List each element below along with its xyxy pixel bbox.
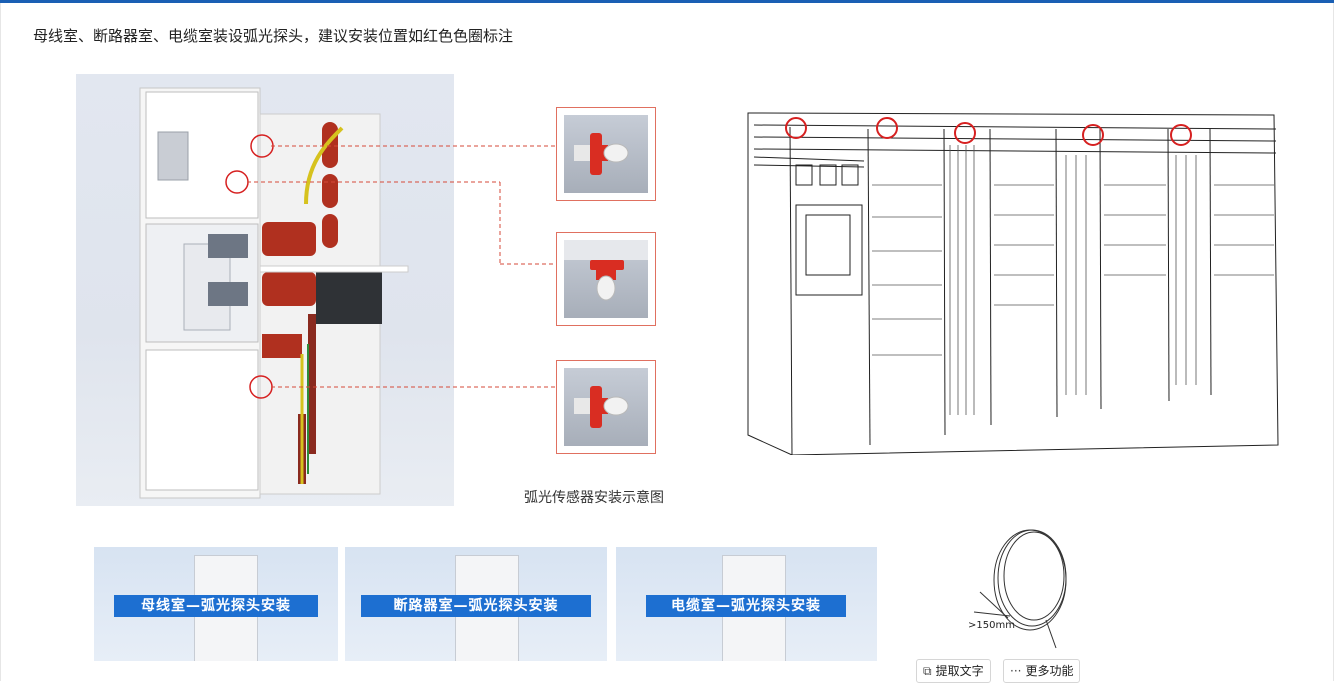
arc-probe-icon xyxy=(574,386,629,428)
arc-probe-icon xyxy=(564,240,648,301)
thumbnail-banner: 电缆室—弧光探头安装 xyxy=(646,595,846,617)
cable-length-label: >150mm xyxy=(968,620,1015,631)
switchgear-row-line-drawing xyxy=(747,112,1279,455)
callout-breaker-probe xyxy=(556,232,656,326)
page-heading: 母线室、断路器室、电缆室装设弧光探头，建议安装位置如红色色圈标注 xyxy=(33,27,514,45)
sensor-cable-drawing xyxy=(973,529,1067,649)
extract-text-button[interactable]: ⧉提取文字 xyxy=(916,659,991,683)
callout-cable-probe xyxy=(556,360,656,454)
arc-probe-icon xyxy=(574,133,629,175)
callout-busbar-probe xyxy=(556,107,656,201)
video-thumbnail-breaker[interactable]: 断路器室—弧光探头安装 xyxy=(345,547,607,661)
thumbnail-banner: 断路器室—弧光探头安装 xyxy=(361,595,591,617)
more-dots-icon: ··· xyxy=(1010,664,1022,678)
switchgear-cutaway-drawing xyxy=(139,87,409,499)
video-thumbnail-cable[interactable]: 电缆室—弧光探头安装 xyxy=(616,547,877,661)
video-thumbnail-busbar[interactable]: 母线室—弧光探头安装 xyxy=(94,547,338,661)
switchgear-cutaway-image xyxy=(76,74,454,506)
more-functions-button[interactable]: ···更多功能 xyxy=(1003,659,1081,683)
diagram-caption: 弧光传感器安装示意图 xyxy=(524,490,664,506)
text-scan-icon: ⧉ xyxy=(923,664,932,678)
top-accent-bar xyxy=(0,0,1334,3)
thumbnail-banner: 母线室—弧光探头安装 xyxy=(114,595,318,617)
